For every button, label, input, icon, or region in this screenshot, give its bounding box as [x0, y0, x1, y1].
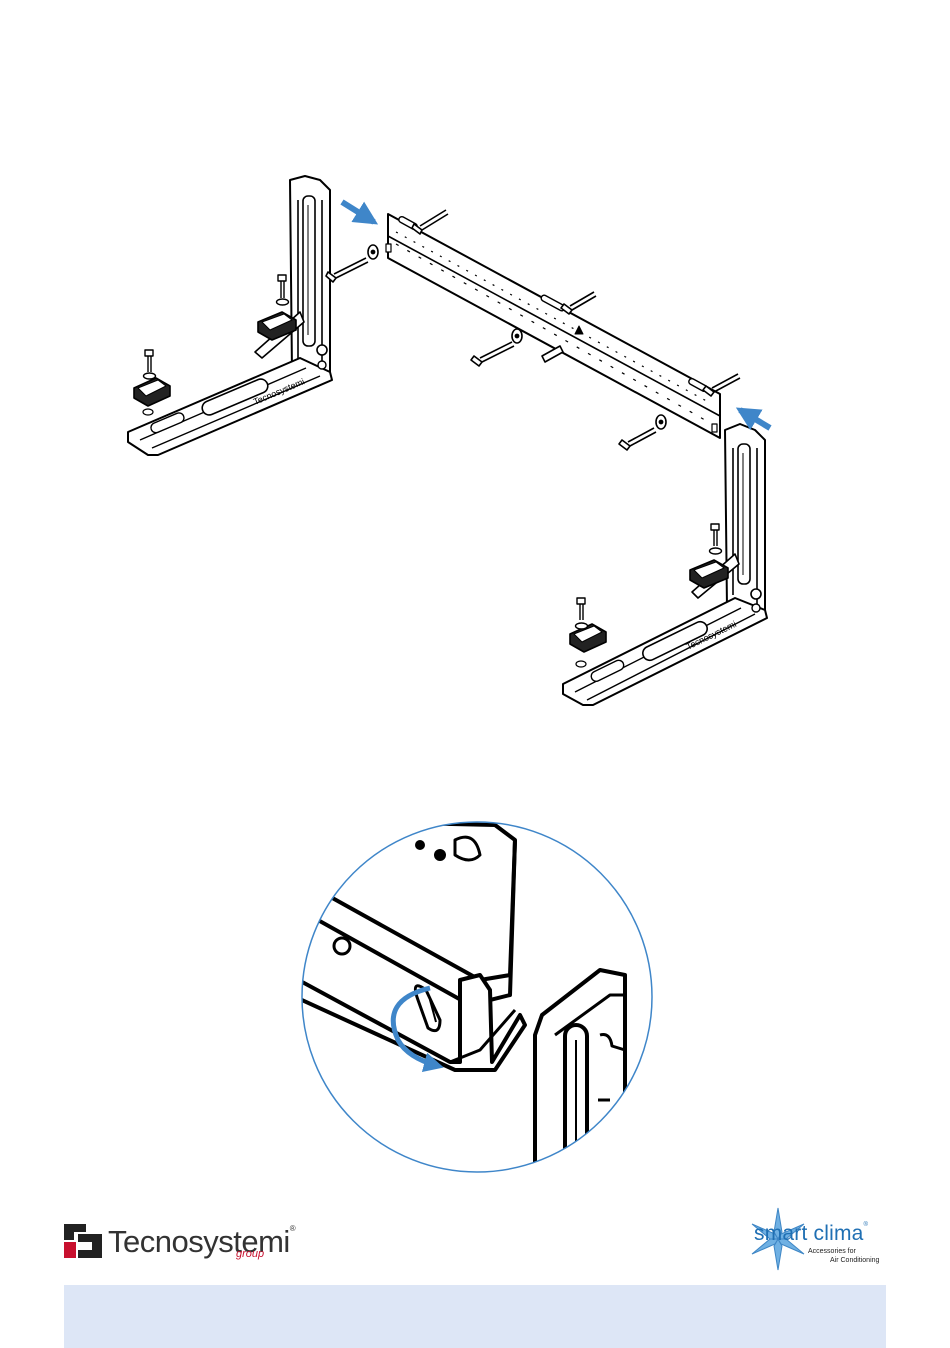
tecnosystemi-logo-mark-icon	[64, 1224, 102, 1258]
foot-nut	[143, 409, 153, 415]
left-bracket: Tecnosystemi	[128, 176, 332, 455]
smart-clima-logo: smart clima® Accessories for Air Conditi…	[748, 1206, 898, 1272]
right-bracket: Tecnosystemi	[563, 424, 767, 705]
rubber-foot	[570, 624, 606, 652]
foot-bolt	[576, 598, 588, 629]
wall-bolt	[471, 329, 522, 366]
rubber-foot	[258, 312, 296, 340]
smart-clima-tagline-2: Air Conditioning	[830, 1257, 879, 1264]
exploded-assembly-drawing: Tecnosystemi	[0, 0, 950, 780]
wall-bolt	[412, 210, 448, 234]
wall-bolt	[326, 245, 378, 282]
foot-nut	[576, 661, 586, 667]
tecnosystemi-logo: Tecnosystemi® group	[64, 1218, 324, 1268]
arrow-icon	[342, 202, 374, 222]
rubber-foot	[134, 378, 170, 406]
foot-bolt	[144, 350, 156, 379]
wall-bolt	[561, 292, 596, 314]
smart-clima-wordmark: smart clima®	[754, 1222, 868, 1246]
wall-plug	[542, 346, 563, 362]
wall-bolt	[703, 374, 740, 396]
smart-clima-tagline-1: Accessories for	[808, 1248, 856, 1255]
cross-bar	[386, 214, 720, 438]
foot-bolt	[277, 275, 289, 305]
rubber-foot	[690, 560, 728, 588]
tecnosystemi-group-label: group	[236, 1248, 264, 1260]
wall-bolt	[619, 415, 666, 450]
tecnosystemi-wordmark: Tecnosystemi®	[108, 1224, 295, 1260]
footer-band	[64, 1285, 886, 1348]
foot-bolt	[710, 524, 722, 554]
detail-zoom-view	[280, 800, 680, 1200]
